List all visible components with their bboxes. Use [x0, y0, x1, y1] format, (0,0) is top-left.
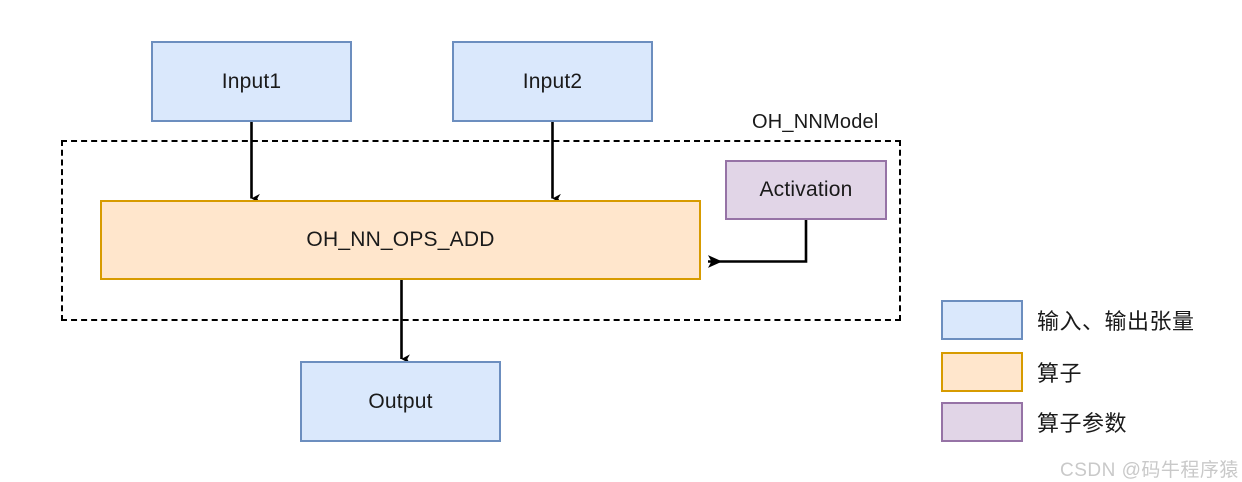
legend-label-parameter: 算子参数 — [1037, 411, 1128, 436]
node-input2[interactable]: Input2 — [452, 41, 653, 122]
legend-label-operator: 算子 — [1037, 361, 1083, 386]
node-output[interactable]: Output — [300, 361, 501, 442]
legend-label-tensor: 输入、输出张量 — [1037, 309, 1195, 334]
legend: 输入、输出张量 算子 算子参数 — [941, 300, 1231, 442]
legend-swatch-parameter — [941, 402, 1023, 442]
legend-swatch-operator — [941, 352, 1023, 392]
csdn-watermark: CSDN @码牛程序猿 — [1060, 460, 1239, 481]
oh-nnmodel-label: OH_NNModel — [752, 111, 879, 133]
oh-nnmodel-container — [61, 140, 901, 321]
node-operator-add[interactable]: OH_NN_OPS_ADD — [100, 200, 701, 280]
legend-item-tensor: 输入、输出张量 — [941, 300, 1195, 340]
legend-item-operator: 算子 — [941, 352, 1082, 392]
node-input1[interactable]: Input1 — [151, 41, 352, 122]
node-input1-label: Input1 — [221, 69, 282, 93]
node-activation[interactable]: Activation — [725, 160, 887, 220]
node-input2-label: Input2 — [522, 69, 583, 93]
node-operator-add-label: OH_NN_OPS_ADD — [306, 228, 495, 252]
legend-item-parameter: 算子参数 — [941, 402, 1127, 442]
node-activation-label: Activation — [759, 178, 853, 202]
legend-swatch-tensor — [941, 300, 1023, 340]
node-output-label: Output — [368, 389, 433, 413]
